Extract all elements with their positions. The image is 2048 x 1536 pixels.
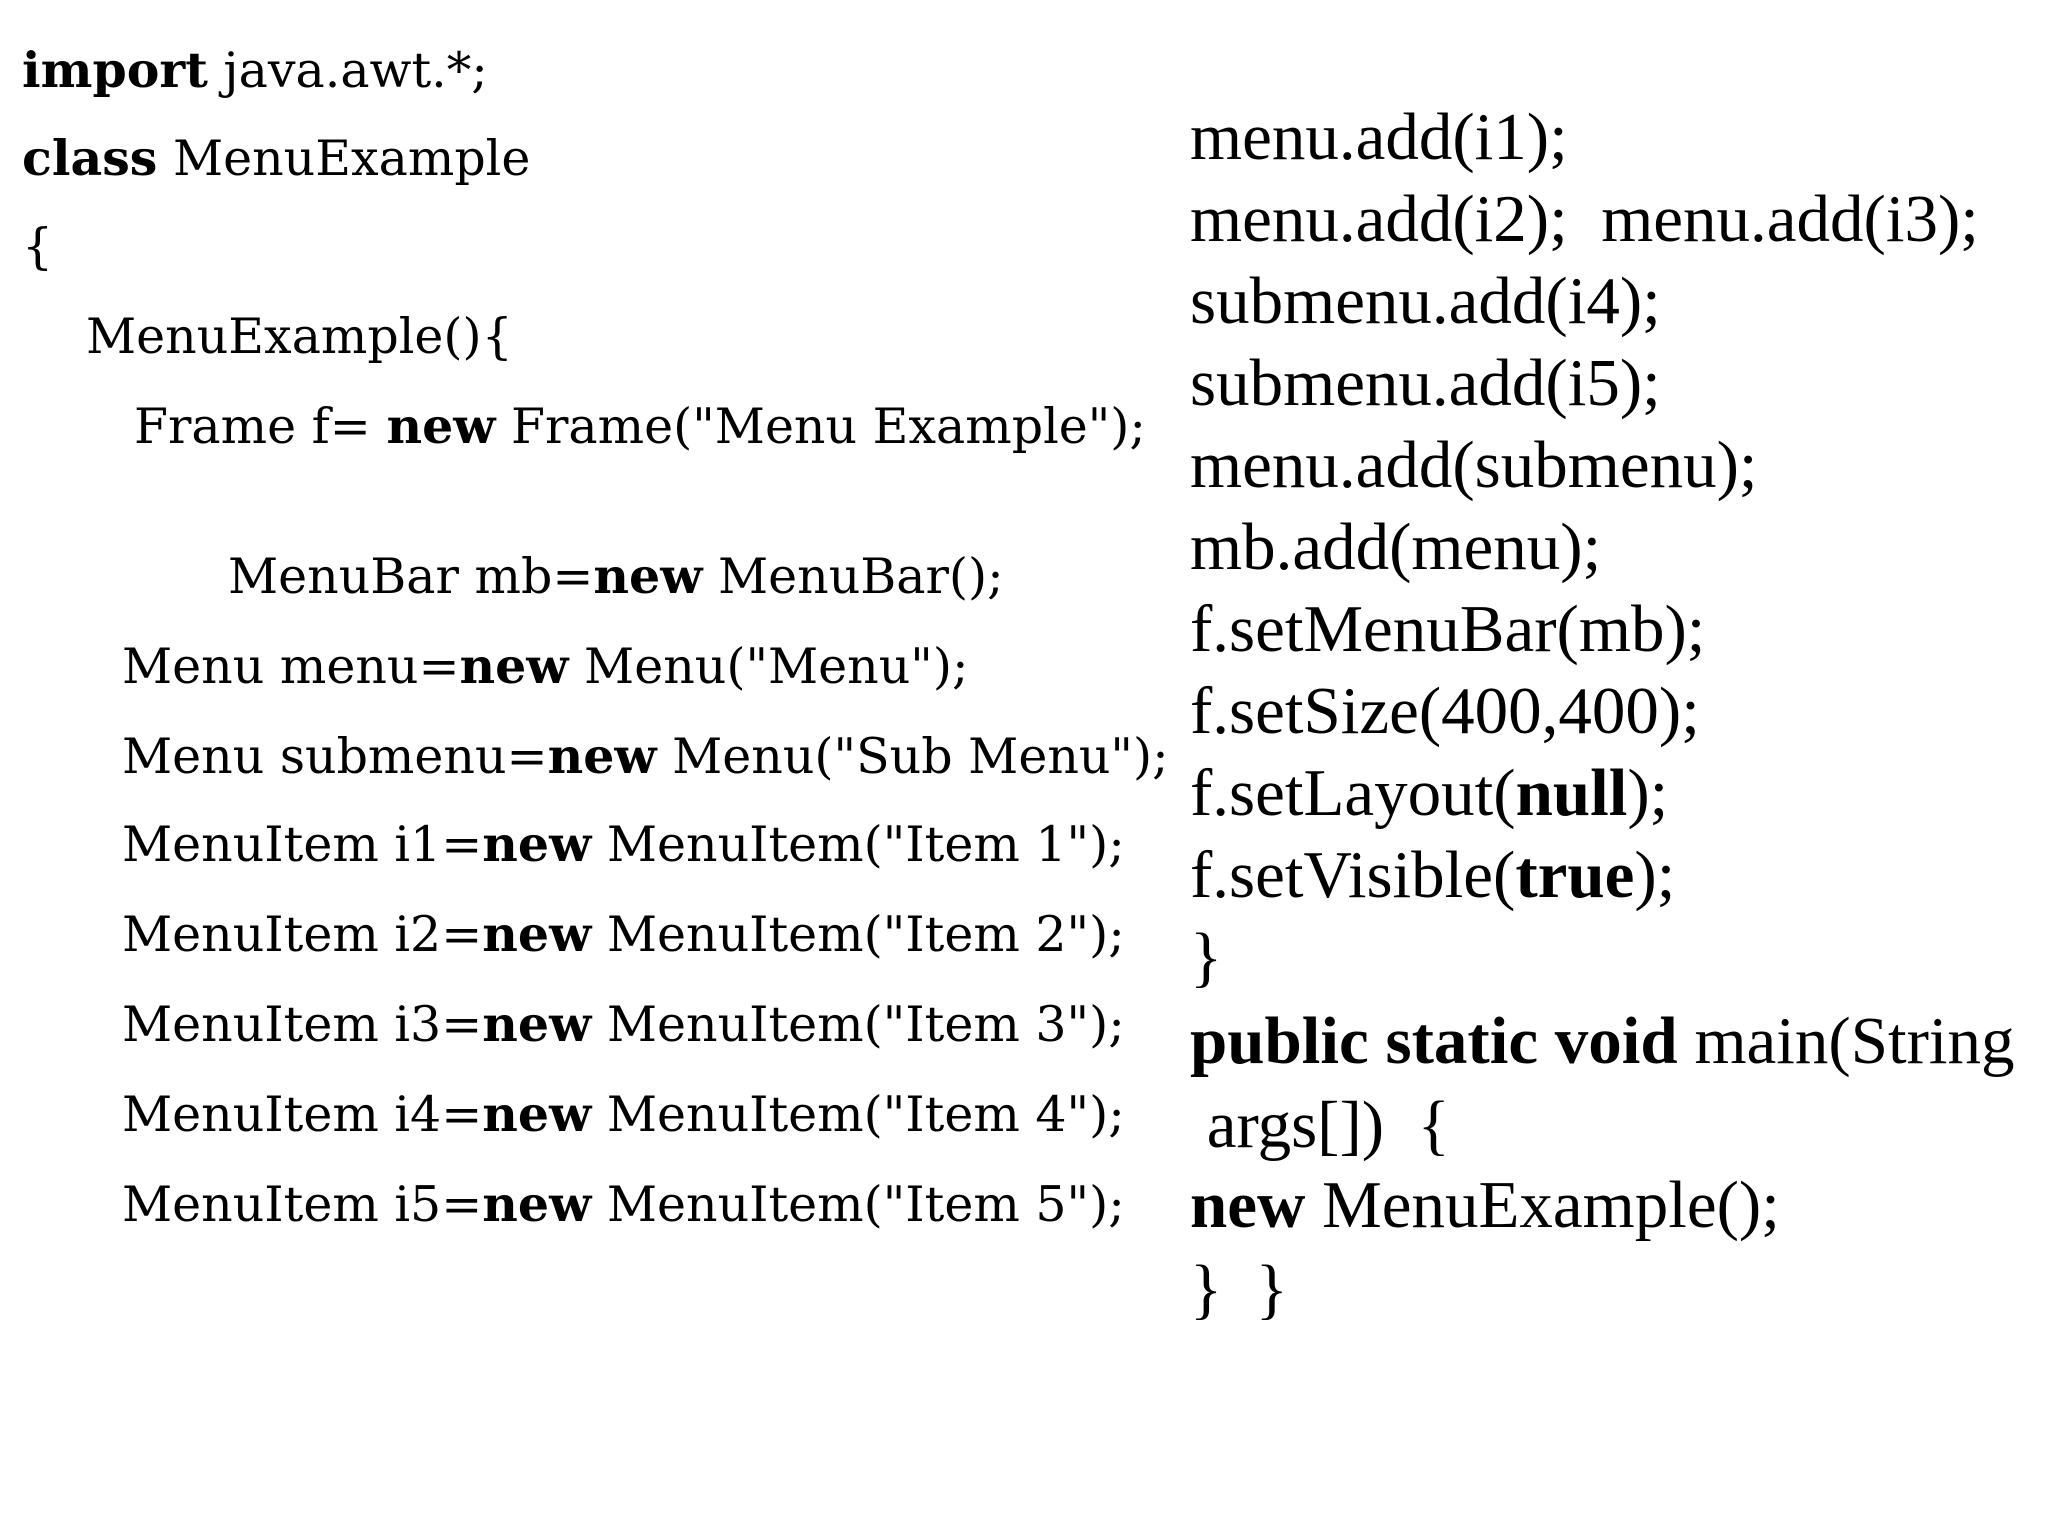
code-line: MenuExample(){ [86,308,513,365]
code-line: args[]) { [1190,1088,1450,1162]
code-line: MenuItem i2=new MenuItem("Item 2"); [122,905,1125,963]
code-line: f.setVisible(true); [1190,838,1676,912]
code-line: menu.add(i2); menu.add(i3); [1190,182,1979,256]
code-line: MenuBar mb=new MenuBar(); [228,547,1004,605]
code-line: submenu.add(i5); [1190,346,1661,420]
code-line: { [22,218,54,275]
code-line: menu.add(i1); [1190,100,1568,174]
code-line: menu.add(submenu); [1190,428,1758,502]
code-line: Menu menu=new Menu("Menu"); [122,637,969,695]
code-line: f.setLayout(null); [1190,756,1669,830]
code-line: submenu.add(i4); [1190,264,1661,338]
code-line: public static void main(String [1190,1004,2015,1078]
code-line: class MenuExample [22,129,531,187]
code-line: } } [1190,1252,1288,1326]
code-line: } [1190,920,1223,994]
code-line: MenuItem i3=new MenuItem("Item 3"); [122,995,1125,1053]
code-line: Menu submenu=new Menu("Sub Menu"); [122,727,1169,785]
code-line: Frame f= new Frame("Menu Example"); [134,397,1146,455]
code-line: MenuItem i4=new MenuItem("Item 4"); [122,1085,1125,1143]
code-line: f.setMenuBar(mb); [1190,592,1706,666]
code-line: mb.add(menu); [1190,510,1602,584]
code-line: MenuItem i1=new MenuItem("Item 1"); [122,815,1125,873]
code-line: new MenuExample(); [1190,1168,1780,1242]
code-line: f.setSize(400,400); [1190,674,1700,748]
code-line: MenuItem i5=new MenuItem("Item 5"); [122,1175,1125,1233]
code-line: import java.awt.*; [22,41,488,99]
